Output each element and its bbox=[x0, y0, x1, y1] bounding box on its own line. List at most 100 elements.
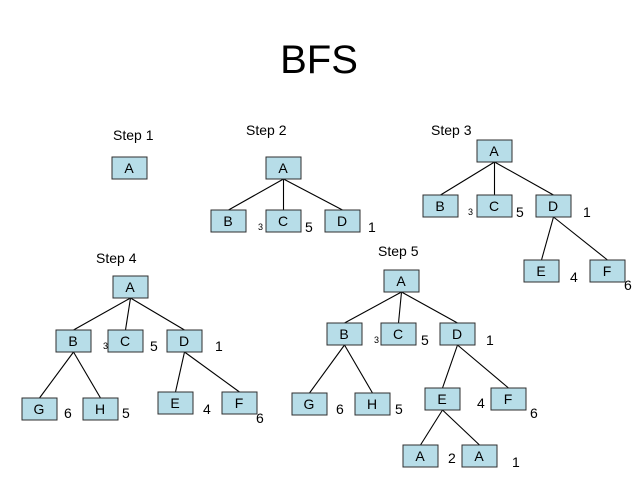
node-c-label: C bbox=[278, 213, 288, 229]
node-b-box bbox=[55, 329, 92, 353]
weight-label: 4 bbox=[477, 395, 485, 411]
node-e-box bbox=[523, 259, 560, 283]
node-h-label: H bbox=[95, 401, 105, 417]
weight-label: 3 bbox=[258, 222, 263, 232]
node-a-box bbox=[383, 269, 420, 293]
weight-label: 4 bbox=[203, 401, 211, 417]
node-f-label: F bbox=[235, 395, 244, 411]
node-a-label: A bbox=[489, 143, 499, 159]
node-f-box bbox=[490, 387, 527, 411]
weight-label: 6 bbox=[624, 277, 632, 293]
step-3-label: Step 3 bbox=[431, 122, 472, 138]
edge-a-b bbox=[228, 178, 284, 211]
weight-label: 5 bbox=[516, 204, 524, 220]
weight-label: 3 bbox=[468, 207, 473, 217]
weight-label: 5 bbox=[421, 332, 429, 348]
edge-d-f bbox=[184, 351, 240, 393]
edge-a-c bbox=[397, 291, 403, 324]
edge-a-d bbox=[283, 178, 343, 211]
node-a-box bbox=[265, 156, 302, 180]
node-b-label: B bbox=[435, 198, 444, 214]
edge-a-d bbox=[130, 297, 185, 331]
node-e-label: E bbox=[170, 395, 179, 411]
node-e-label: E bbox=[437, 391, 446, 407]
node-h-box bbox=[354, 392, 391, 416]
weight-label: 1 bbox=[583, 204, 591, 220]
step-1-label: Step 1 bbox=[113, 127, 154, 143]
node-b-box bbox=[210, 209, 247, 233]
node-b-box bbox=[326, 322, 363, 346]
weight-label: 4 bbox=[570, 269, 578, 285]
node-f-label: F bbox=[504, 391, 513, 407]
node-a-label: A bbox=[125, 279, 135, 295]
node-c-label: C bbox=[489, 198, 499, 214]
node-a2-label: A bbox=[415, 448, 425, 464]
node-a-box bbox=[476, 139, 513, 163]
weight-label: 3 bbox=[374, 335, 379, 345]
edge-b-g bbox=[39, 351, 74, 399]
node-e-box bbox=[424, 387, 461, 411]
weight-label: 6 bbox=[530, 405, 538, 421]
weight-label: 1 bbox=[215, 338, 223, 354]
node-a-box bbox=[112, 275, 149, 299]
node-h-label: H bbox=[367, 396, 377, 412]
node-c-label: C bbox=[393, 326, 403, 342]
node-c-box bbox=[476, 194, 513, 218]
edge-b-h bbox=[73, 351, 101, 399]
node-g-label: G bbox=[34, 401, 45, 417]
node-d-box bbox=[166, 329, 203, 353]
step-5-label: Step 5 bbox=[378, 243, 419, 259]
node-e-box bbox=[157, 391, 194, 415]
step-1-tree: A bbox=[111, 156, 148, 180]
edge-e-a2 bbox=[420, 409, 443, 446]
weight-label: 5 bbox=[150, 338, 158, 354]
weight-label: 6 bbox=[336, 401, 344, 417]
weight-label: 5 bbox=[305, 219, 313, 235]
node-a3-label: A bbox=[474, 448, 484, 464]
node-a2-box bbox=[402, 444, 439, 468]
node-f-label: F bbox=[603, 263, 612, 279]
node-e-label: E bbox=[536, 263, 545, 279]
edge-d-f bbox=[457, 344, 509, 389]
weight-label: 3 bbox=[103, 341, 108, 351]
node-b-label: B bbox=[68, 333, 77, 349]
edge-a-b bbox=[73, 297, 131, 331]
node-a3-box bbox=[461, 444, 498, 468]
node-d-label: D bbox=[452, 326, 462, 342]
node-d-label: D bbox=[548, 198, 558, 214]
node-a-label: A bbox=[396, 273, 406, 289]
weight-label: 1 bbox=[368, 219, 376, 235]
node-b-label: B bbox=[223, 213, 232, 229]
edge-a-d bbox=[401, 291, 458, 324]
weight-label: 1 bbox=[512, 454, 520, 470]
node-g-box bbox=[291, 392, 328, 416]
node-a-label: A bbox=[124, 160, 134, 176]
node-g-label: G bbox=[304, 396, 315, 412]
node-c-label: C bbox=[120, 333, 130, 349]
node-b-box bbox=[422, 194, 459, 218]
edge-d-e bbox=[174, 351, 186, 393]
edge-b-g bbox=[309, 344, 345, 394]
node-g-box bbox=[21, 397, 58, 421]
edge-a-b bbox=[344, 291, 402, 324]
node-a-box bbox=[111, 156, 148, 180]
node-c-box bbox=[107, 329, 144, 353]
edge-b-h bbox=[344, 344, 373, 394]
weight-label: 6 bbox=[64, 405, 72, 421]
node-a-label: A bbox=[278, 160, 288, 176]
node-h-box bbox=[82, 397, 119, 421]
edge-a-d bbox=[494, 161, 554, 196]
edge-d-e bbox=[540, 216, 555, 261]
edge-d-f bbox=[553, 216, 608, 261]
weight-label: 1 bbox=[486, 332, 494, 348]
node-f-box bbox=[221, 391, 258, 415]
node-d-box bbox=[439, 322, 476, 346]
node-d-box bbox=[324, 209, 361, 233]
edge-e-a3 bbox=[442, 409, 480, 446]
node-d-box bbox=[535, 194, 572, 218]
weight-label: 5 bbox=[122, 405, 130, 421]
